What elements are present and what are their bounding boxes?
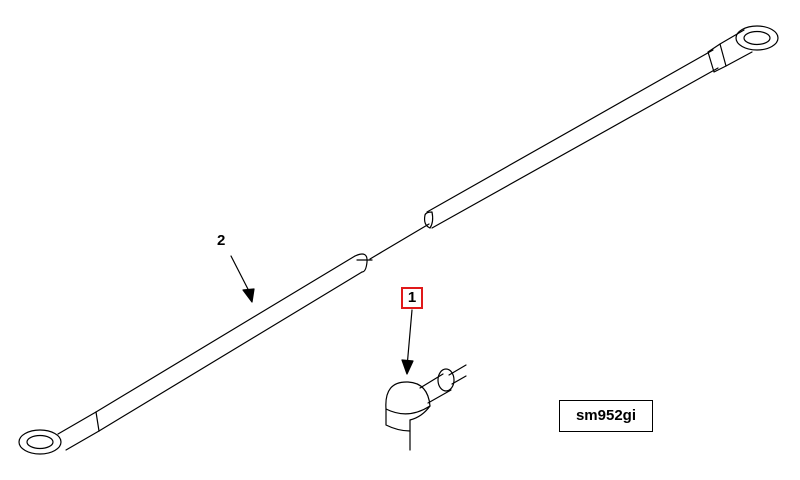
upper-ring-terminal (707, 25, 779, 73)
leader-arrow-1 (401, 309, 414, 375)
reference-code-box: sm952gi (559, 400, 653, 432)
lower-ring-terminal (18, 411, 100, 455)
callout-label-1: 1 (401, 287, 423, 309)
cable-assembly (18, 25, 779, 455)
callout-label-2: 2 (217, 232, 226, 249)
right-angle-boot (385, 364, 467, 451)
exposed-wire (369, 223, 430, 260)
lower-sleeve (95, 253, 373, 432)
upper-sleeve (423, 49, 719, 229)
leader-arrow-2 (230, 255, 255, 303)
